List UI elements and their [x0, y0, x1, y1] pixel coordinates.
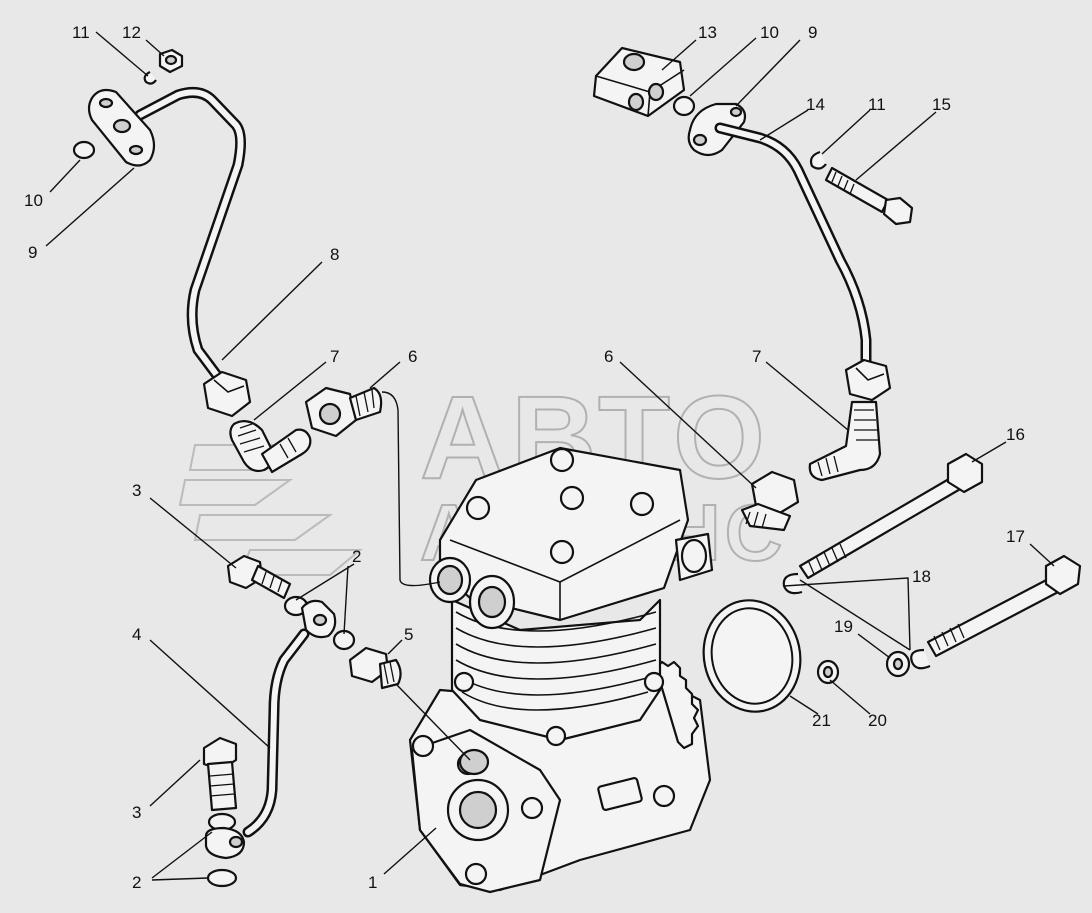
fitting-5 — [348, 646, 402, 690]
drive-gear — [654, 660, 700, 750]
elbow-7-right — [808, 400, 882, 482]
union-nut-left — [202, 370, 252, 418]
head-bolts — [465, 447, 655, 565]
washer-18-lower — [910, 648, 931, 670]
nut-12-left — [158, 48, 184, 74]
callout-3b: 3 — [132, 803, 141, 822]
banjo-fitting-lower — [204, 826, 246, 860]
bolt-15 — [824, 166, 914, 226]
callout-11a: 11 — [72, 23, 90, 42]
callout-14: 14 — [806, 95, 825, 114]
right-upper-assembly — [592, 46, 914, 532]
block-13 — [592, 46, 686, 118]
callout-2a: 2 — [352, 547, 361, 566]
callout-7b: 7 — [752, 347, 761, 366]
callout-1: 1 — [368, 873, 377, 892]
union-nut-right — [844, 358, 892, 402]
fitting-6-left — [304, 386, 383, 438]
leader-lines — [45, 31, 1055, 881]
banjo-fitting-upper — [300, 599, 337, 639]
elbow-7-left — [229, 419, 312, 474]
callout-10b: 10 — [760, 23, 779, 42]
fitting-6-right — [740, 470, 800, 532]
callout-11b: 11 — [868, 95, 886, 114]
name-plate — [597, 777, 643, 811]
callout-17: 17 — [1006, 527, 1025, 546]
left-upper-pipe-assembly — [72, 48, 312, 474]
assembly-lines — [381, 391, 911, 761]
right-lower-assembly — [702, 452, 1082, 713]
callout-12: 12 — [122, 23, 141, 42]
callout-20: 20 — [868, 711, 887, 730]
callout-10a: 10 — [24, 191, 43, 210]
flange-9-left — [87, 88, 156, 167]
callout-19: 19 — [834, 617, 853, 636]
callout-9a: 9 — [28, 243, 37, 262]
bolt-16 — [798, 452, 984, 580]
washer-2d — [206, 868, 238, 888]
callout-9b: 9 — [808, 23, 817, 42]
callout-18: 18 — [912, 567, 931, 586]
left-lower-assembly — [202, 554, 402, 888]
bolt-17 — [926, 554, 1082, 658]
banjo-bolt-3-upper — [226, 554, 292, 600]
washer-11-right — [809, 150, 827, 170]
callout-6b: 6 — [604, 347, 613, 366]
o-ring-10-right — [672, 95, 696, 117]
banjo-bolt-3-lower — [202, 736, 238, 812]
callout-7a: 7 — [330, 347, 339, 366]
cooling-fins — [455, 611, 657, 711]
callout-6a: 6 — [408, 347, 417, 366]
o-ring-21 — [702, 599, 802, 713]
o-ring-10-left — [72, 140, 96, 160]
callout-13: 13 — [698, 23, 717, 42]
compressor-body — [408, 446, 714, 894]
callout-15: 15 — [932, 95, 951, 114]
callout-5: 5 — [404, 625, 413, 644]
washer-18-upper — [782, 572, 803, 595]
callout-3a: 3 — [132, 481, 141, 500]
callout-4: 4 — [132, 625, 141, 644]
callout-8: 8 — [330, 245, 339, 264]
callout-21: 21 — [812, 711, 831, 730]
callout-16: 16 — [1006, 425, 1025, 444]
callout-labels: 1 2 2 3 3 4 5 6 6 7 7 8 9 9 10 10 11 11 … — [24, 23, 1025, 892]
callout-2b: 2 — [132, 873, 141, 892]
